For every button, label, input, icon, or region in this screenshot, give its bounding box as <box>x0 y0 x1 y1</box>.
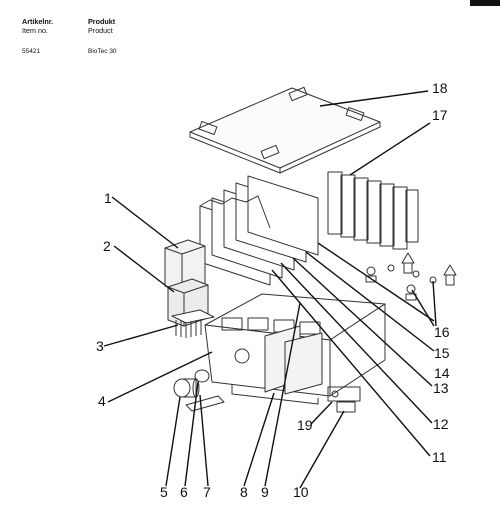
part-labels: 1 2 3 4 5 6 7 8 9 10 11 12 13 14 15 16 1… <box>96 80 450 500</box>
valve <box>327 386 361 413</box>
lid <box>189 86 381 174</box>
item-label-de: Artikelnr. <box>22 17 54 26</box>
part-label-3: 3 <box>96 338 104 354</box>
product-label-en: Product <box>88 26 113 35</box>
part-label-6: 6 <box>180 484 188 500</box>
item-label-en: Item no. <box>22 26 48 35</box>
part-label-4: 4 <box>98 393 106 409</box>
hose-fittings <box>365 252 457 301</box>
filter-grid <box>171 309 215 338</box>
part-label-10: 10 <box>293 484 309 500</box>
part-label-15: 15 <box>434 345 450 361</box>
item-number-header: Artikelnr. Item no. <box>22 17 53 35</box>
filter-brushes <box>264 325 323 395</box>
part-label-12: 12 <box>433 416 449 432</box>
part-label-8: 8 <box>240 484 248 500</box>
product-header: Produkt Product <box>88 17 115 35</box>
part-label-9: 9 <box>261 484 269 500</box>
part-label-1: 1 <box>104 190 112 206</box>
item-number-value: 55421 <box>22 48 41 55</box>
part-label-16: 16 <box>434 324 450 340</box>
corner-mark <box>470 0 500 6</box>
filter-cartridges <box>327 171 419 250</box>
outlet-fitting <box>173 378 200 398</box>
leader-lines <box>103 90 437 489</box>
seal-ring <box>194 369 210 383</box>
part-label-2: 2 <box>103 238 111 254</box>
product-label-de: Produkt <box>88 17 116 26</box>
part-label-5: 5 <box>160 484 168 500</box>
filter-plates <box>199 175 319 286</box>
part-label-7: 7 <box>203 484 211 500</box>
outlet-plate <box>185 395 225 412</box>
part-label-17: 17 <box>432 107 448 123</box>
product-name-value: BioTec 30 <box>88 48 117 55</box>
part-label-18: 18 <box>432 80 448 96</box>
part-label-19: 19 <box>297 417 313 433</box>
part-label-11: 11 <box>432 449 447 465</box>
part-label-14: 14 <box>434 365 450 381</box>
part-label-13: 13 <box>433 380 449 396</box>
